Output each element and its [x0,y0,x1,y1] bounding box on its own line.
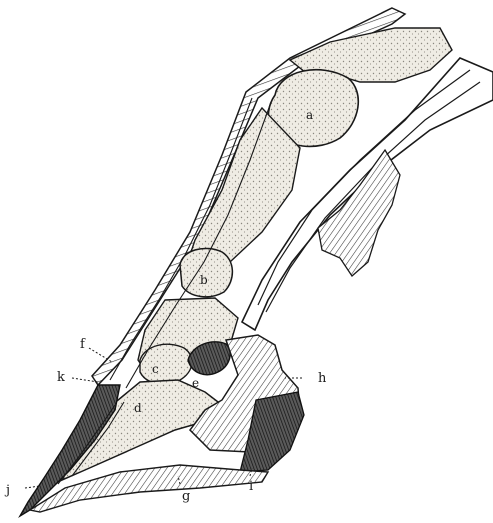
label-c: c [152,362,159,376]
label-j: j [4,483,10,498]
label-a: a [306,108,313,122]
label-g: g [182,489,190,504]
label-i: i [249,479,253,494]
label-b: b [200,273,208,287]
label-f: f [80,337,86,352]
label-k: k [57,370,65,385]
label-e: e [192,376,199,390]
label-h: h [318,371,327,386]
label-d: d [134,401,142,415]
